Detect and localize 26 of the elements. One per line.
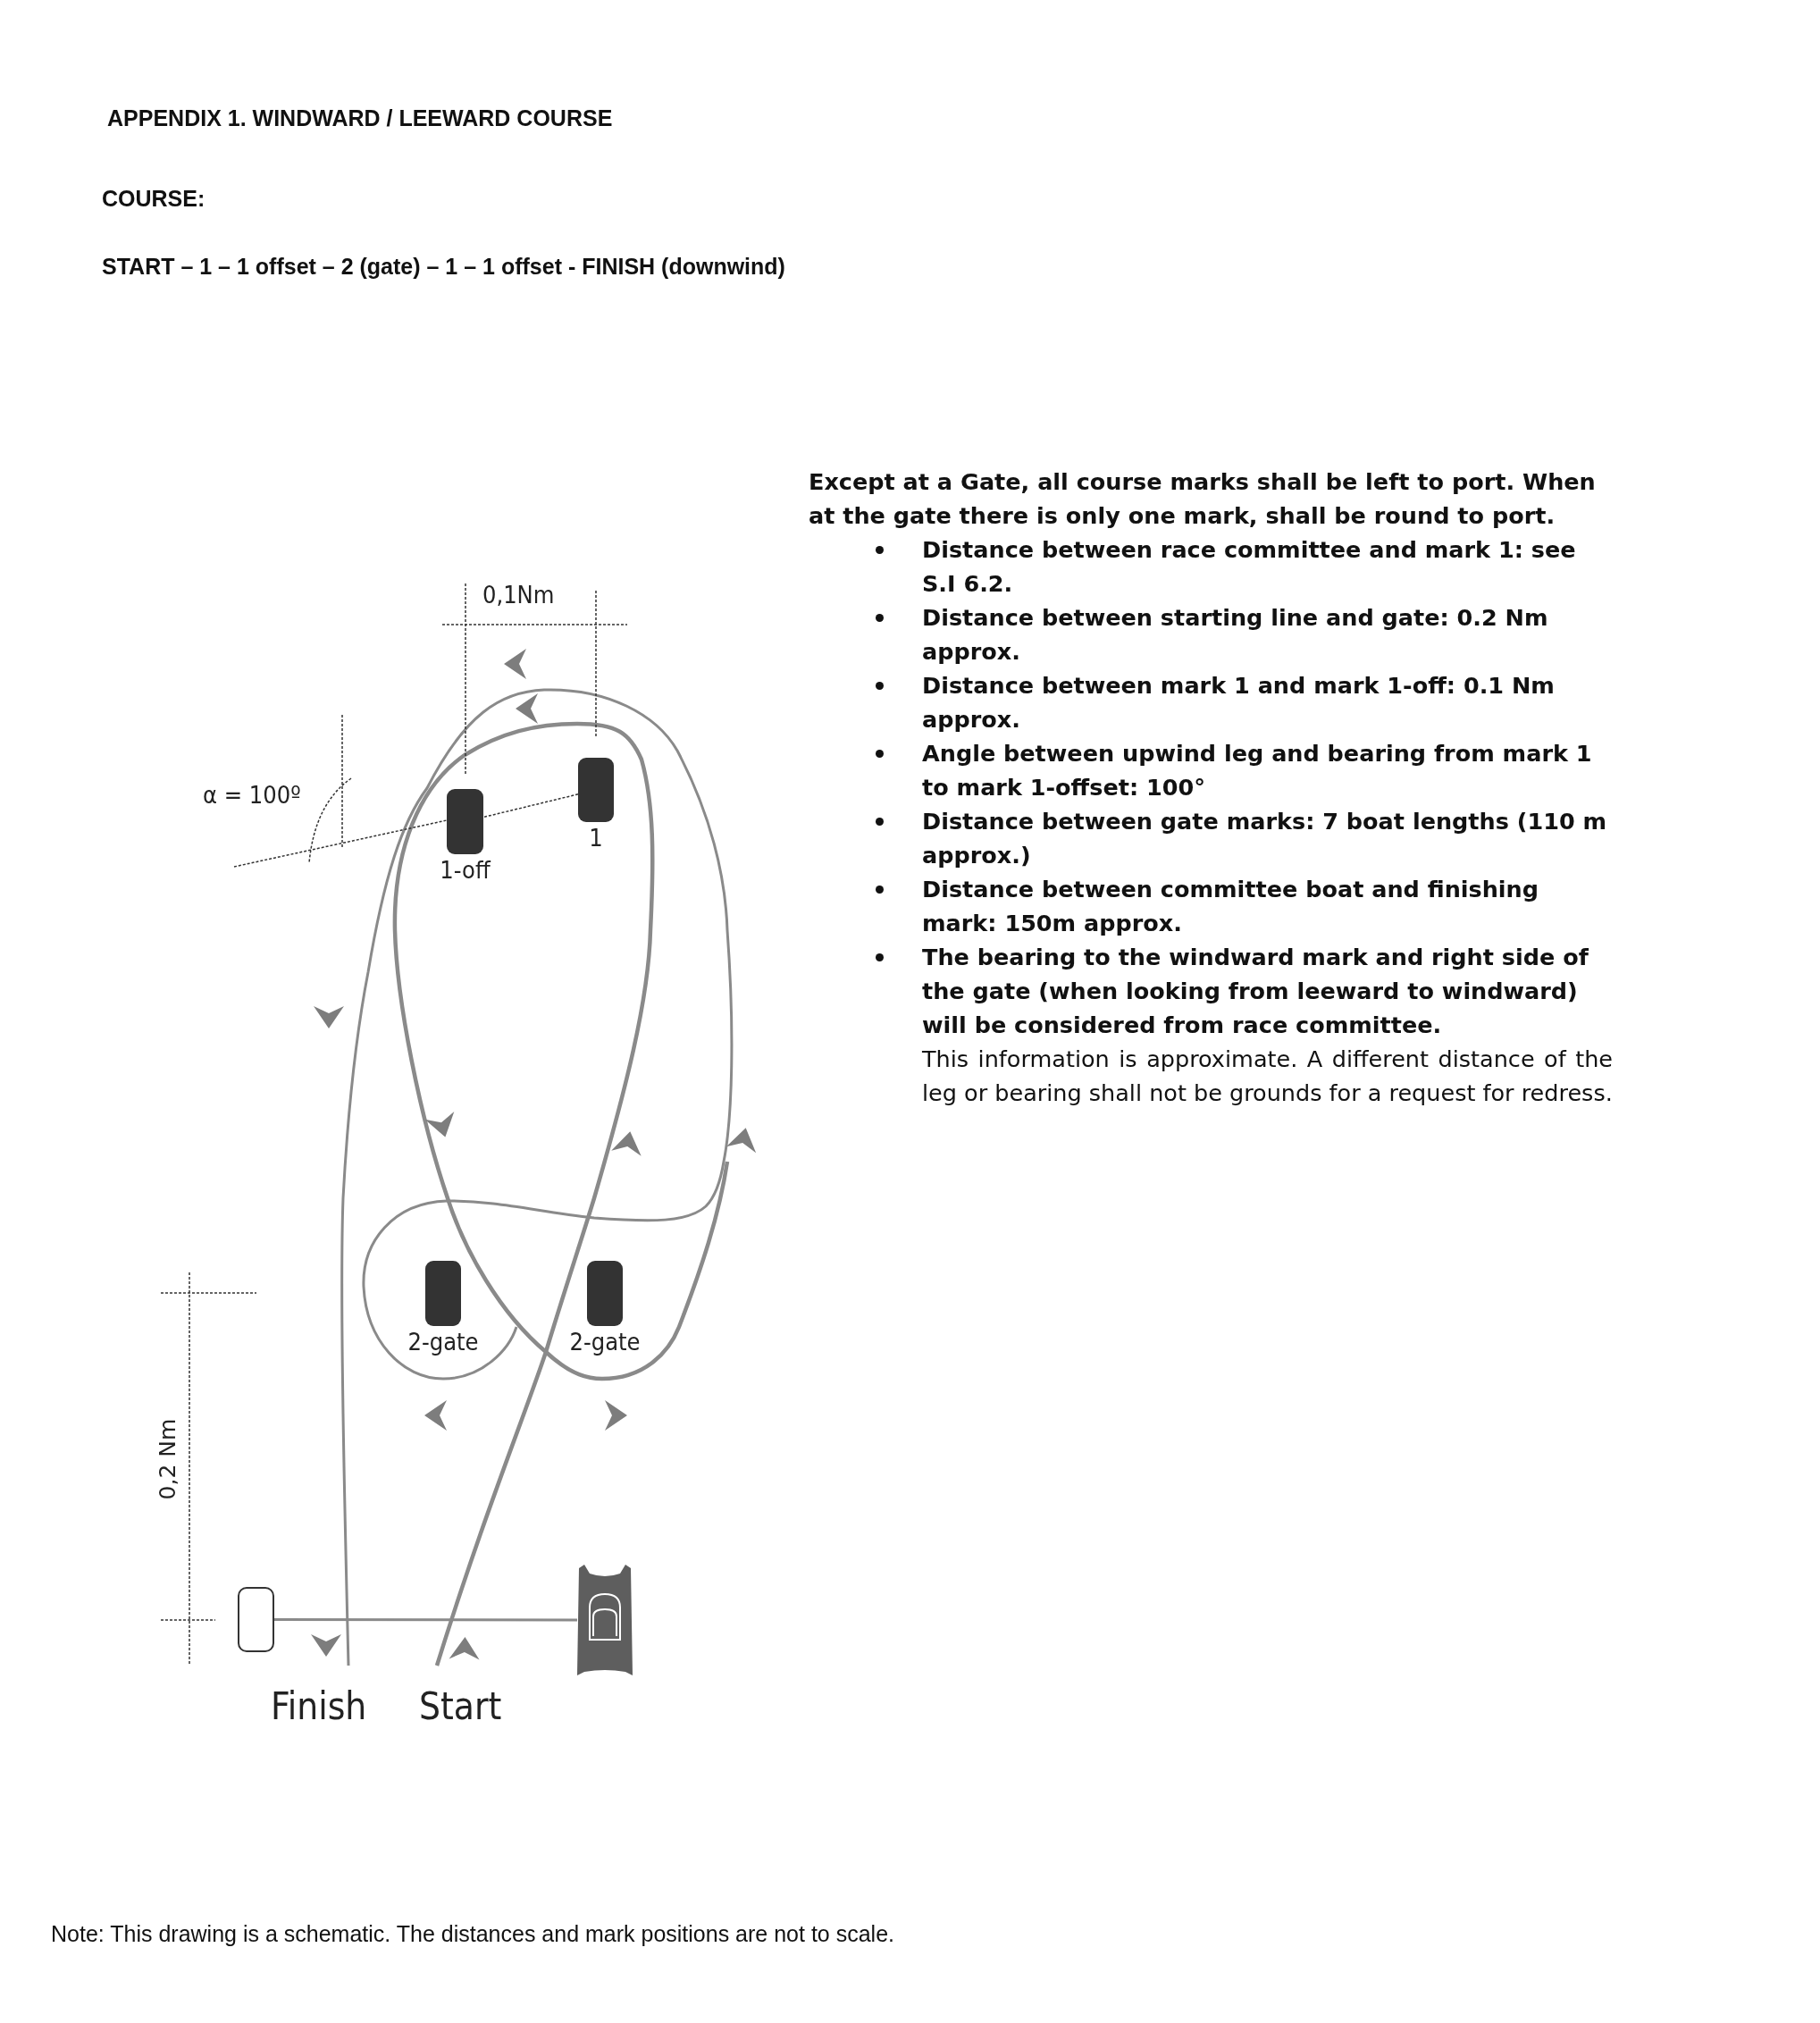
mark-label: 2-gate bbox=[407, 1328, 479, 1356]
bullet-item: Distance between race committee and mark 1: see S.I 6.2. bbox=[922, 536, 1576, 597]
mark-label: 1 bbox=[589, 824, 603, 852]
bullet-item: Distance between committee boat and finishing mark: 150m approx. bbox=[922, 876, 1539, 936]
angle-label: α = 100º bbox=[203, 781, 301, 809]
dimension-label: 0,2 Nm bbox=[154, 1418, 180, 1500]
course-sequence: START – 1 – 1 offset – 2 (gate) – 1 – 1 offset - FINISH (downwind) bbox=[102, 254, 785, 280]
finishing-mark bbox=[238, 1587, 274, 1652]
dimension-label: 0,1Nm bbox=[482, 581, 555, 609]
title: APPENDIX 1. WINDWARD / LEEWARD COURSE bbox=[107, 105, 613, 131]
start-label: Start bbox=[419, 1684, 502, 1728]
finish-label: Finish bbox=[271, 1684, 367, 1728]
bullet-item: Distance between starting line and gate: 0.2 Nm approx. bbox=[922, 604, 1548, 665]
starting-line bbox=[274, 1618, 577, 1622]
bullet-item: Angle between upwind leg and bearing from mark 1 to mark 1-offset: 100° bbox=[922, 740, 1592, 801]
paragraph: This information is approximate. A different distance of the leg or bearing shall not be grounds for a request for redress. bbox=[922, 1045, 1613, 1108]
bullet-item: Distance between mark 1 and mark 1-off: 0.1 Nm approx. bbox=[922, 672, 1555, 733]
paragraph: Except at a Gate, all course marks shall be left to port. When at the gate there is only one mark, shall be round to port. bbox=[809, 467, 1597, 531]
bullet-item: The bearing to the windward mark and right side of the gate (when looking from leeward to windward) will be considered from race committee. bbox=[922, 944, 1589, 1038]
bearing-line bbox=[482, 793, 579, 818]
committee-boat-icon bbox=[577, 1565, 633, 1675]
bullet-item: Distance between gate marks: 7 boat lengths (110 m approx.) bbox=[922, 808, 1607, 869]
mark-label: 2-gate bbox=[569, 1328, 641, 1356]
caption: Note: This drawing is a schematic. The distances and mark positions are not to scale. bbox=[51, 1921, 894, 1947]
mark-label: 1-off bbox=[440, 856, 491, 884]
section-heading: COURSE: bbox=[102, 186, 205, 212]
